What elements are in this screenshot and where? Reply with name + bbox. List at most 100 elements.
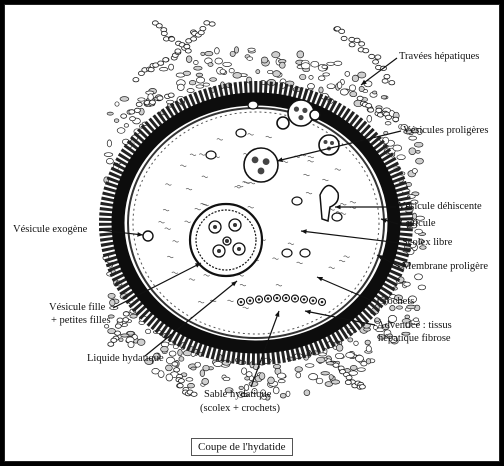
tissue-cell bbox=[393, 145, 402, 151]
tissue-cell bbox=[405, 315, 410, 319]
tissue-cell bbox=[256, 70, 260, 74]
tissue-cell bbox=[327, 84, 335, 89]
trabecula-cell bbox=[359, 42, 365, 46]
scolex-dot bbox=[233, 223, 237, 227]
sand-hook bbox=[303, 298, 306, 301]
tissue-cell bbox=[354, 341, 359, 345]
tissue-cell bbox=[120, 97, 129, 102]
tissue-cell bbox=[352, 75, 358, 82]
tissue-cell bbox=[169, 351, 176, 356]
sand-hook bbox=[294, 297, 297, 300]
protoscolex bbox=[258, 168, 265, 175]
tissue-cell bbox=[146, 329, 151, 334]
trabecula-cell bbox=[158, 61, 164, 65]
label-vesicule-fille-line1: Vésicule fille bbox=[49, 302, 105, 314]
label-scolex-libre: Scolex libre bbox=[402, 237, 452, 249]
free-scolex bbox=[292, 197, 302, 205]
trabecula-cell bbox=[366, 104, 372, 108]
tissue-cell bbox=[297, 51, 304, 58]
trabecula-cell bbox=[175, 49, 181, 53]
tissue-cell bbox=[128, 342, 134, 348]
trabecula-cell bbox=[359, 385, 365, 389]
tissue-cell bbox=[233, 73, 242, 79]
tissue-cell bbox=[318, 76, 325, 81]
tissue-cell bbox=[196, 85, 204, 88]
label-crochets: Crochets bbox=[377, 296, 414, 308]
scolex-dot bbox=[237, 247, 241, 251]
tissue-cell bbox=[130, 117, 136, 121]
tissue-cell bbox=[158, 371, 164, 378]
tissue-cell bbox=[273, 387, 279, 394]
tissue-cell bbox=[366, 359, 371, 364]
tissue-cell bbox=[316, 357, 325, 362]
tissue-cell bbox=[321, 372, 330, 375]
tissue-cell bbox=[319, 87, 323, 93]
tissue-cell bbox=[203, 83, 209, 86]
tissue-cell bbox=[223, 377, 230, 381]
tissue-cell bbox=[273, 71, 281, 77]
tissue-cell bbox=[210, 78, 217, 82]
sand-hook bbox=[285, 297, 288, 300]
tissue-cell bbox=[309, 374, 318, 380]
tissue-cell bbox=[416, 158, 424, 164]
tissue-cell bbox=[202, 378, 209, 384]
protoscolex bbox=[330, 141, 334, 145]
tissue-cell bbox=[110, 300, 115, 306]
sand-hook bbox=[258, 298, 261, 301]
tissue-cell bbox=[273, 364, 280, 368]
exogenous-vesicle bbox=[143, 231, 153, 241]
tissue-cell bbox=[406, 182, 411, 186]
trabecula-cell bbox=[373, 60, 379, 64]
trabecula-cell bbox=[376, 108, 382, 112]
label-adventice-line2: hépatique fibrose bbox=[378, 333, 451, 345]
label-liquide-hydatique: Liquide hydatique bbox=[87, 353, 164, 365]
tissue-cell bbox=[223, 62, 232, 66]
trabecula-cell bbox=[156, 24, 162, 28]
protoscolex bbox=[302, 108, 307, 113]
trabecula-cell bbox=[123, 312, 129, 316]
tissue-cell bbox=[148, 94, 154, 101]
tissue-cell bbox=[415, 274, 423, 280]
trabecula-cell bbox=[177, 384, 183, 388]
trabecula-cell bbox=[134, 108, 140, 112]
trabecula-cell bbox=[157, 96, 163, 100]
tissue-cell bbox=[261, 57, 268, 63]
tissue-cell bbox=[308, 84, 315, 89]
sand-hook bbox=[276, 297, 279, 300]
tissue-cell bbox=[409, 148, 416, 155]
label-sable-hydatique-line1: Sable hydatique bbox=[204, 389, 271, 401]
tissue-cell bbox=[214, 362, 223, 367]
brood-capsule bbox=[310, 110, 320, 120]
tissue-cell bbox=[295, 367, 303, 372]
sand-hook bbox=[240, 301, 243, 304]
tissue-cell bbox=[124, 124, 128, 128]
free-scolex bbox=[300, 249, 310, 257]
trabecula-cell bbox=[333, 363, 339, 367]
tissue-cell bbox=[311, 61, 319, 67]
label-adventice-line1: Adventice : tissus bbox=[377, 320, 452, 332]
tissue-cell bbox=[215, 48, 220, 54]
tissue-cell bbox=[397, 155, 405, 160]
protoscolex bbox=[263, 158, 270, 165]
tissue-cell bbox=[323, 73, 330, 76]
tissue-cell bbox=[418, 285, 426, 290]
tissue-cell bbox=[160, 67, 168, 71]
tissue-cell bbox=[268, 377, 275, 384]
free-scolex bbox=[236, 129, 246, 137]
trabecula-cell bbox=[191, 392, 197, 396]
tissue-cell bbox=[246, 372, 252, 377]
tissue-cell bbox=[115, 102, 119, 106]
tissue-cell bbox=[220, 69, 225, 74]
tissue-cell bbox=[300, 74, 306, 79]
tissue-cell bbox=[205, 51, 213, 55]
tissue-cell bbox=[200, 370, 205, 377]
tissue-cell bbox=[166, 374, 173, 381]
free-scolex bbox=[206, 151, 216, 159]
tissue-cell bbox=[188, 383, 195, 388]
trabecula-cell bbox=[136, 102, 142, 106]
trabecula-cell bbox=[172, 362, 178, 366]
tissue-cell bbox=[259, 373, 265, 380]
tissue-cell bbox=[196, 73, 203, 77]
trabecula-cell bbox=[185, 49, 191, 53]
tissue-cell bbox=[108, 293, 115, 298]
